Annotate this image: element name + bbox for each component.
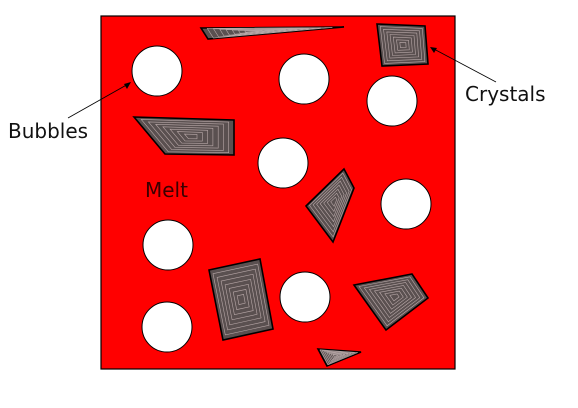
crystal-zoning-ring bbox=[383, 28, 423, 62]
crystal-zoning-ring bbox=[363, 279, 421, 323]
crystal-zoning-ring bbox=[323, 188, 343, 218]
bubbles-label: Bubbles bbox=[8, 119, 88, 143]
crystal-zoning-ring bbox=[379, 287, 408, 310]
bubble bbox=[142, 219, 194, 271]
crystal-zoning-ring bbox=[219, 28, 310, 37]
crystal-zoning-ring bbox=[237, 30, 275, 34]
crystal-zoning-ring bbox=[147, 121, 224, 151]
crystals-group bbox=[132, 23, 430, 368]
crystal-zoning-ring bbox=[312, 176, 350, 233]
crystal-zoning-ring bbox=[309, 172, 352, 238]
crystal-zoning-ring bbox=[328, 352, 346, 360]
crystal-zoning-ring bbox=[140, 119, 229, 154]
crystals-label: Crystals bbox=[465, 82, 546, 106]
crystal-zoning-ring bbox=[212, 27, 321, 38]
crystal-zoning-ring bbox=[389, 293, 400, 302]
crystal-zoning-ring bbox=[319, 184, 345, 223]
crystal-zoning-ring bbox=[316, 180, 347, 228]
crystals-leader-line bbox=[431, 47, 497, 83]
crystal-zoning-ring bbox=[212, 263, 270, 336]
crystal-zoning-ring bbox=[399, 42, 407, 48]
crystal-zoning-ring bbox=[206, 27, 333, 39]
bubble bbox=[131, 45, 183, 97]
melt-label: Melt bbox=[145, 178, 188, 202]
crystal-zoning-ring bbox=[389, 34, 416, 56]
crystal-zoning-ring bbox=[396, 39, 410, 51]
crystal-zoning-ring bbox=[326, 351, 349, 362]
crystal-zoning-ring bbox=[220, 273, 262, 326]
crystal-zoning-ring bbox=[216, 268, 266, 331]
crystal-zoning-ring bbox=[379, 26, 426, 64]
crystal-zoning-ring bbox=[162, 126, 214, 147]
crystal-zoning-ring bbox=[183, 133, 198, 140]
crystal-zoning-ring bbox=[228, 283, 254, 316]
crystal-zoning-ring bbox=[332, 354, 339, 358]
bubble bbox=[257, 137, 309, 189]
bubbles-arrowhead bbox=[124, 82, 131, 89]
crystal-zoning-ring bbox=[236, 294, 246, 305]
crystals-arrowhead bbox=[430, 47, 437, 53]
crystal-zoning-ring bbox=[225, 28, 298, 36]
crystal-zoning-ring bbox=[323, 351, 352, 363]
bubble bbox=[278, 53, 330, 105]
bubble bbox=[141, 301, 193, 353]
crystal-zoning-ring bbox=[231, 29, 286, 35]
crystal-zoning-ring bbox=[330, 353, 342, 359]
crystal-zoning-ring bbox=[358, 276, 425, 327]
crystal-zoning-ring bbox=[155, 123, 219, 149]
bubble bbox=[380, 178, 432, 230]
crystal-zoning-ring bbox=[326, 192, 340, 213]
bubbles-leader-line bbox=[67, 82, 131, 119]
crystal-zoning-ring bbox=[321, 350, 355, 364]
crystal-zoning-ring bbox=[386, 31, 419, 59]
crystal-zoning-ring bbox=[368, 282, 417, 318]
crystal-zoning-ring bbox=[373, 285, 412, 314]
bubble bbox=[279, 271, 331, 323]
crystal-zoning-ring bbox=[176, 131, 203, 142]
crystal-zoning-ring bbox=[392, 36, 413, 54]
crystal-zoning-ring bbox=[232, 289, 250, 310]
crystal-zoning-ring bbox=[384, 290, 404, 306]
crystal bbox=[304, 167, 355, 244]
crystal-zoning-ring bbox=[244, 30, 263, 33]
crystal-zoning-ring bbox=[330, 196, 338, 207]
bubble bbox=[366, 75, 418, 127]
crystal-zoning-ring bbox=[224, 278, 258, 321]
crystal-zoning-ring bbox=[319, 349, 358, 366]
bubbles-group bbox=[131, 45, 432, 353]
crystal-zoning-ring bbox=[169, 128, 208, 144]
